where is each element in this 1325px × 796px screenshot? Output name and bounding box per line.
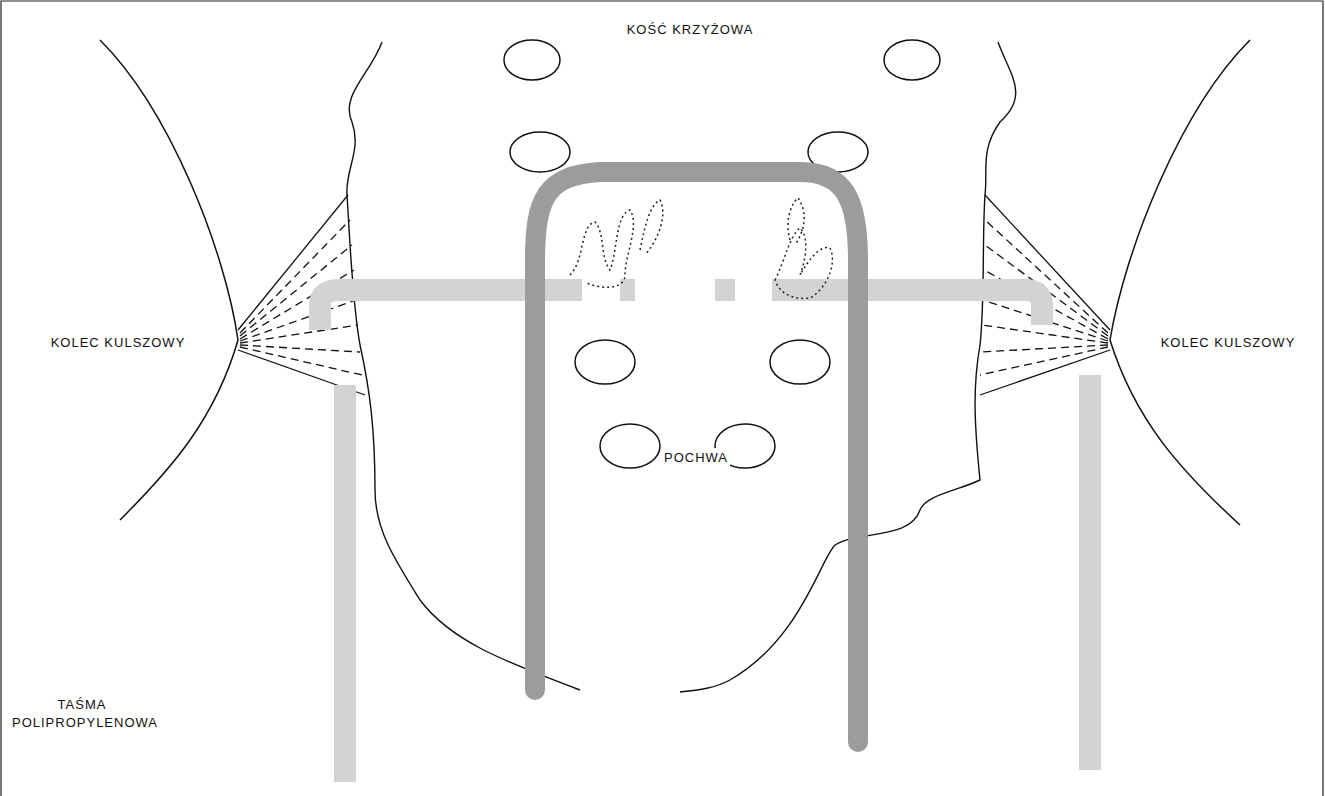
sacrum-outline-right (680, 42, 1016, 692)
sacral-foramina (504, 40, 940, 468)
bone-label: KOŚĆ KRZYŻOWA (625, 20, 756, 40)
vagina (535, 172, 858, 742)
polypropylene-tape (320, 290, 1090, 782)
ischial-spine-right (1110, 40, 1250, 525)
organ-label: POCHWA (662, 448, 730, 468)
sutures (570, 198, 832, 298)
spine-label: KOLEC KULSZOWY (49, 333, 188, 353)
tape-label: TAŚMA POLIPROPYLENOWA (10, 695, 154, 732)
spine-label: KOLEC KULSZOWY (1159, 333, 1298, 353)
ischial-spine-left (100, 40, 238, 520)
sacrum-outline-left (347, 42, 580, 690)
